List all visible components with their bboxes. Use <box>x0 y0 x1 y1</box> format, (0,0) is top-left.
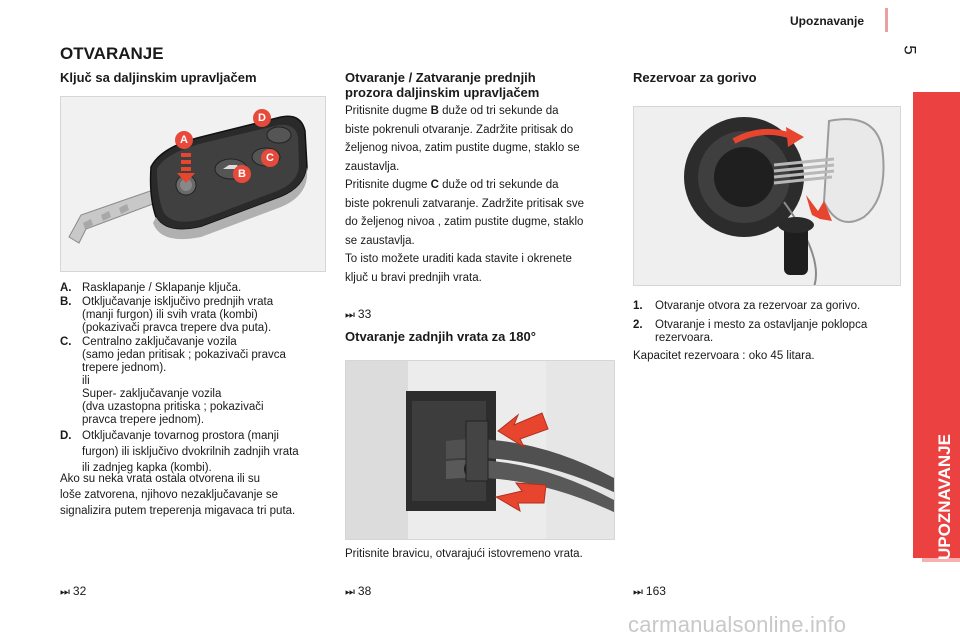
page-number: 5 <box>900 45 920 55</box>
section-heading-fuel-tank: Rezervoar za gorivo <box>633 70 757 85</box>
arrow-ref-icon: ⏭ <box>345 309 355 321</box>
section-heading-rear-doors: Otvaranje zadnjih vrata za 180° <box>345 329 536 344</box>
label-badge-b: B <box>233 165 251 183</box>
page-title: OTVARANJE <box>60 44 164 63</box>
fuel-tank-illustration <box>634 107 900 285</box>
capacity-text: Kapacitet rezervoara : oko 45 litara. <box>633 350 815 362</box>
fuel-tank-image <box>633 106 901 286</box>
note-paragraph: Ako su neka vrata ostala otvorena ili su… <box>60 473 296 517</box>
page-ref-link[interactable]: ⏭33 <box>345 307 372 321</box>
section-heading-key: Ključ sa daljinskim upravljačem <box>60 70 257 85</box>
header-divider <box>885 8 888 32</box>
fuel-list: 1.Otvaranje otvora za rezervoar za goriv… <box>633 300 905 346</box>
label-badge-d: D <box>253 109 271 127</box>
chapter-tab[interactable] <box>913 92 960 558</box>
label-badge-a: A <box>175 131 193 149</box>
list-item: C.Centralno zaključavanje vozila(samo je… <box>60 336 286 426</box>
rear-door-caption: Pritisnite bravicu, otvarajući istovreme… <box>345 548 583 560</box>
list-item: 1.Otvaranje otvora za rezervoar za goriv… <box>633 300 861 312</box>
label-badge-c: C <box>261 149 279 167</box>
key-fob-image: A B C D <box>60 96 326 272</box>
page-ref-link[interactable]: ⏭32 <box>60 584 87 598</box>
arrow-ref-icon: ⏭ <box>633 586 643 598</box>
key-fob-illustration <box>61 97 325 271</box>
list-item: B.Otključavanje isključivo prednjih vrat… <box>60 296 274 334</box>
list-item: A.Rasklapanje / Sklapanje ključa. <box>60 282 242 294</box>
chapter-tab-label: UPOZNAVANJE <box>935 434 954 560</box>
page-ref-link[interactable]: ⏭38 <box>345 584 372 598</box>
page-ref-link[interactable]: ⏭163 <box>633 584 666 598</box>
windows-paragraph: Pritisnite dugme B duže od tri sekunde d… <box>345 105 585 284</box>
running-header: Upoznavanje <box>790 14 865 28</box>
chapter-tab-accent <box>922 558 960 562</box>
watermark: carmanualsonline.info <box>628 612 847 637</box>
arrow-ref-icon: ⏭ <box>60 586 70 598</box>
rear-door-illustration <box>346 361 614 539</box>
rear-door-image <box>345 360 615 540</box>
list-item: D.Otključavanje tovarnog prostora (manji… <box>60 430 299 474</box>
arrow-ref-icon: ⏭ <box>345 586 355 598</box>
key-function-list: A.Rasklapanje / Sklapanje ključa. B.Otkl… <box>60 282 332 477</box>
list-item: 2.Otvaranje i mesto za ostavljanje poklo… <box>633 319 868 344</box>
